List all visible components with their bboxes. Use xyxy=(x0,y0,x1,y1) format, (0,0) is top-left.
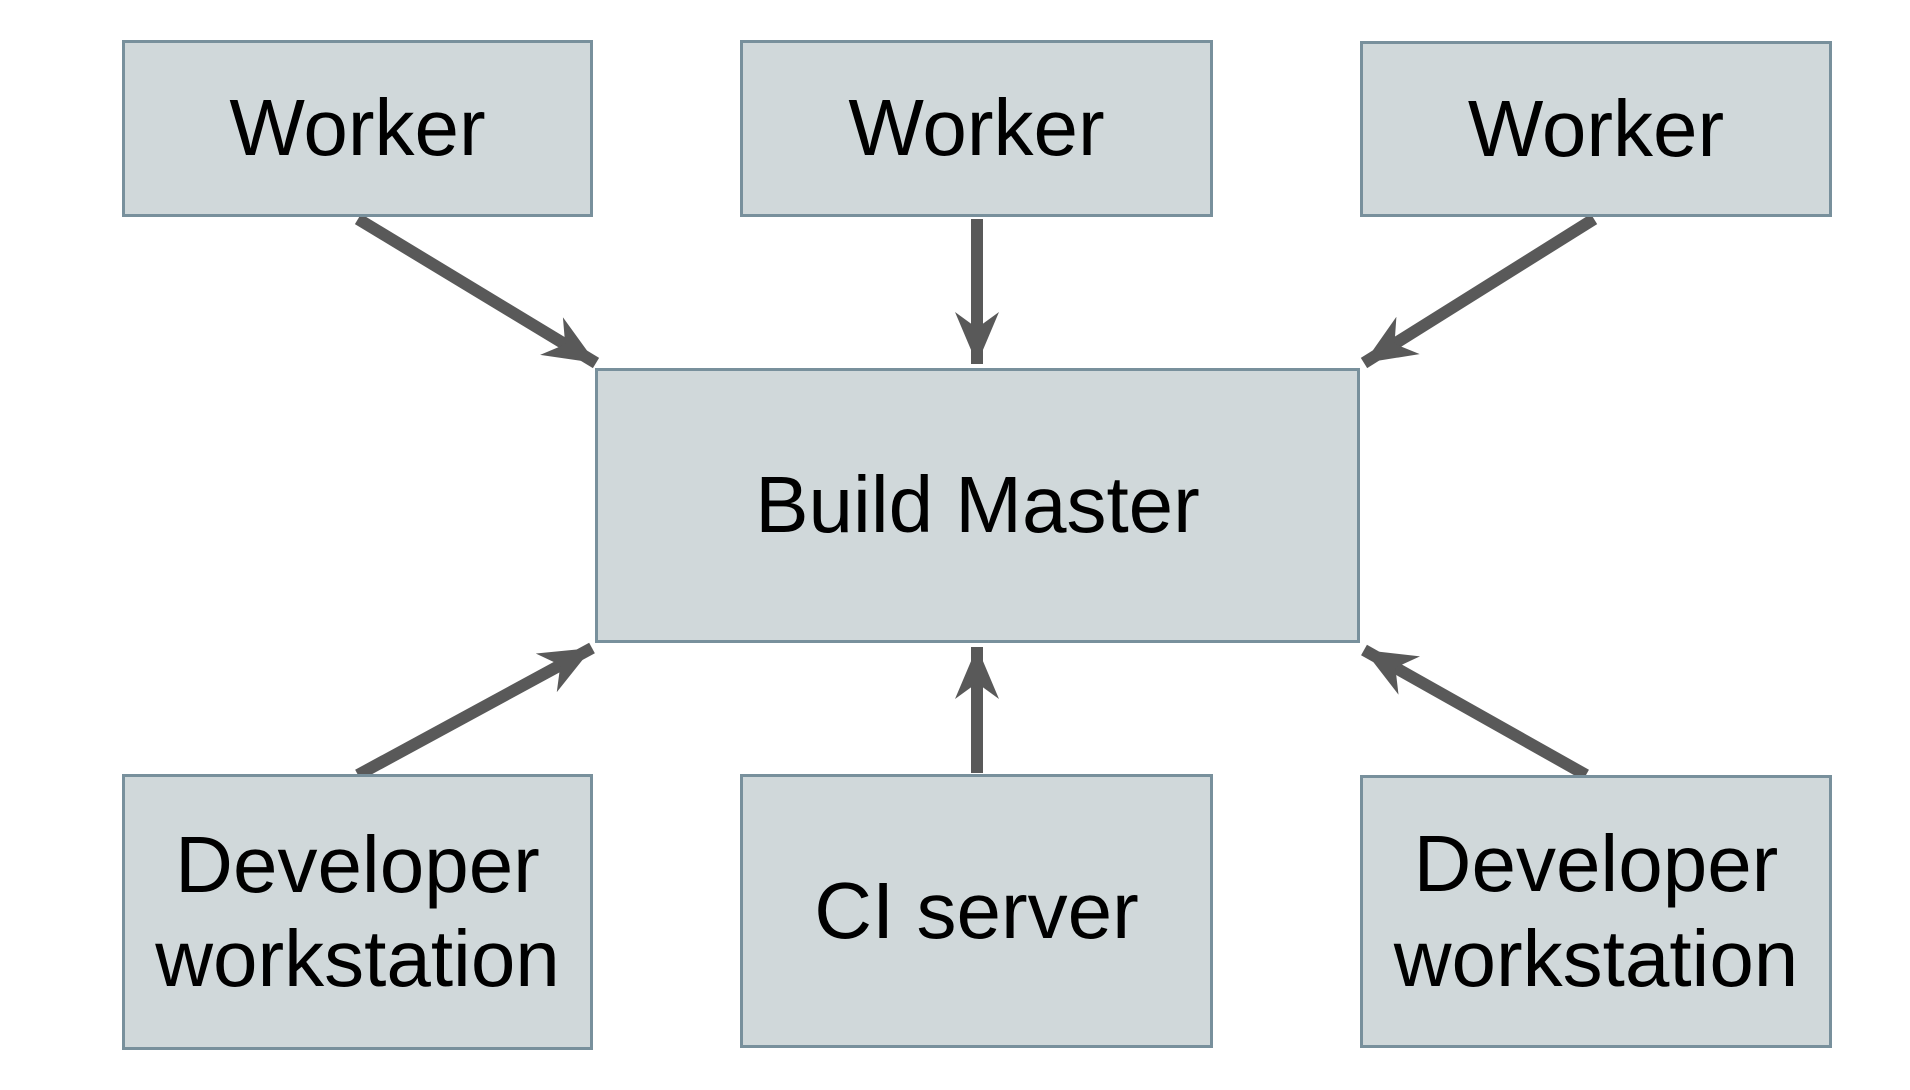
node-worker-2-label: Worker xyxy=(848,83,1105,173)
node-developer-workstation-right: Developer workstation xyxy=(1360,775,1832,1048)
node-developer-workstation-right-label: Developer workstation xyxy=(1393,819,1799,1003)
node-developer-workstation-left: Developer workstation xyxy=(122,774,593,1050)
arrow-devworkstation-left-to-buildmaster xyxy=(355,642,595,781)
node-worker-2: Worker xyxy=(740,40,1213,217)
arrow-worker1-to-buildmaster xyxy=(354,213,600,369)
node-developer-workstation-left-label: Developer workstation xyxy=(155,819,560,1003)
node-worker-1-label: Worker xyxy=(229,83,486,173)
arrow-devworkstation-right-to-buildmaster xyxy=(1361,644,1589,781)
node-ci-server: CI server xyxy=(740,774,1213,1048)
node-worker-1: Worker xyxy=(122,40,593,217)
node-worker-3-label: Worker xyxy=(1467,83,1725,173)
node-ci-server-label: CI server xyxy=(814,865,1139,955)
arrow-worker3-to-buildmaster xyxy=(1360,213,1598,369)
node-worker-3: Worker xyxy=(1360,41,1832,217)
node-build-master: Build Master xyxy=(595,368,1360,643)
node-build-master-label: Build Master xyxy=(755,460,1200,550)
